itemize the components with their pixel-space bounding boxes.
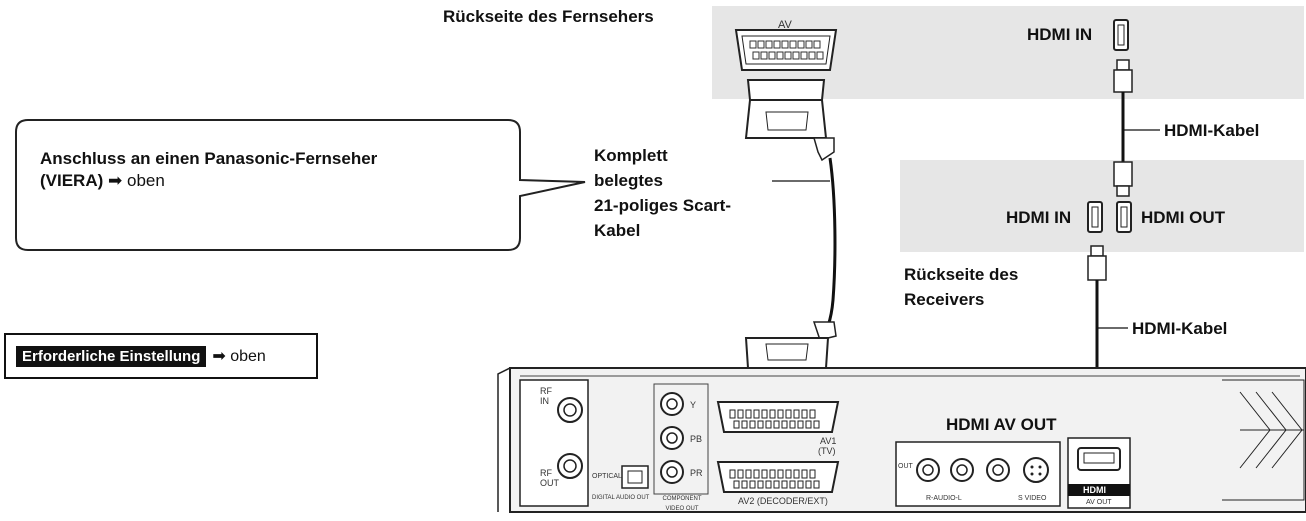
- receiver-hdmi-in-port: [1087, 201, 1103, 233]
- digital-audio-out-label: DIGITAL AUDIO OUT: [592, 495, 650, 501]
- scart-cable-label-4: Kabel: [594, 221, 641, 240]
- hdmi-logo: HDMI: [1083, 485, 1106, 495]
- y-label: Y: [690, 400, 697, 410]
- av2-label: AV2 (DECODER/EXT): [738, 496, 828, 506]
- arrow-icon: ➡: [108, 171, 123, 190]
- scart-cable-label-1: Komplett: [594, 146, 668, 165]
- callout-line2-tail: oben: [127, 171, 165, 190]
- hdmi-plug-tv: [1113, 59, 1133, 93]
- out-label: OUT: [898, 463, 913, 470]
- required-setting-box: Erforderliche Einstellung ➡ oben: [4, 333, 318, 379]
- receiver-caption-1: Rückseite des: [904, 265, 1019, 284]
- callout-line2-bold: (VIERA): [40, 171, 104, 190]
- required-setting-tag: Erforderliche Einstellung: [16, 345, 207, 367]
- recorder-hdmi-av-out-label: HDMI AV OUT: [946, 415, 1057, 434]
- hdmi-plug-receiver-in: [1087, 245, 1107, 281]
- optical-label: OPTICAL: [592, 473, 622, 480]
- tv-av-label: AV: [778, 19, 792, 31]
- rf-out-label: RF OUT: [540, 468, 559, 488]
- receiver-hdmi-out-label: HDMI OUT: [1141, 208, 1226, 227]
- callout-bubble: [15, 119, 586, 251]
- scart-cable-label-3: 21-poliges Scart-: [594, 196, 731, 215]
- tv-hdmi-in-port: [1113, 19, 1129, 51]
- av1-tv-label: (TV): [818, 446, 836, 456]
- hdmi-plug-receiver-out: [1113, 161, 1133, 197]
- required-setting-oben: oben: [230, 348, 266, 365]
- scart-cable: [826, 157, 837, 327]
- s-video-label: S VIDEO: [1018, 495, 1047, 502]
- required-setting-tail: ➡ oben: [212, 346, 265, 366]
- r-audio-l-label: R-AUDIO-L: [926, 495, 962, 502]
- scart-plug-bottom: [744, 321, 837, 369]
- hdmi-cable-bottom-label: HDMI-Kabel: [1132, 319, 1228, 338]
- receiver-caption-2: Receivers: [904, 290, 985, 309]
- av-out-label: AV OUT: [1086, 499, 1112, 506]
- arrow-icon: ➡: [212, 348, 226, 365]
- av1-label: AV1: [820, 436, 837, 446]
- hdmi-cable-top-label: HDMI-Kabel: [1164, 121, 1260, 140]
- callout-line1: Anschluss an einen Panasonic-Fernseher: [40, 149, 378, 168]
- component-video-out-label: COMPONENT VIDEO OUT: [662, 496, 702, 512]
- pr-label: PR: [690, 468, 703, 478]
- pb-label: PB: [690, 434, 703, 444]
- tv-caption: Rückseite des Fernsehers: [443, 7, 654, 26]
- scart-plug-top: [744, 79, 835, 162]
- tv-hdmi-in-label: HDMI IN: [1027, 25, 1093, 44]
- scart-cable-label-2: belegtes: [594, 171, 663, 190]
- receiver-hdmi-in-label: HDMI IN: [1006, 208, 1072, 227]
- recorder-back: [497, 367, 1306, 513]
- receiver-hdmi-out-port: [1116, 201, 1132, 233]
- callout-text: Anschluss an einen Panasonic-Fernseher (…: [40, 148, 377, 192]
- rf-in-label: RF IN: [540, 386, 552, 406]
- tv-scart-socket: [734, 29, 838, 71]
